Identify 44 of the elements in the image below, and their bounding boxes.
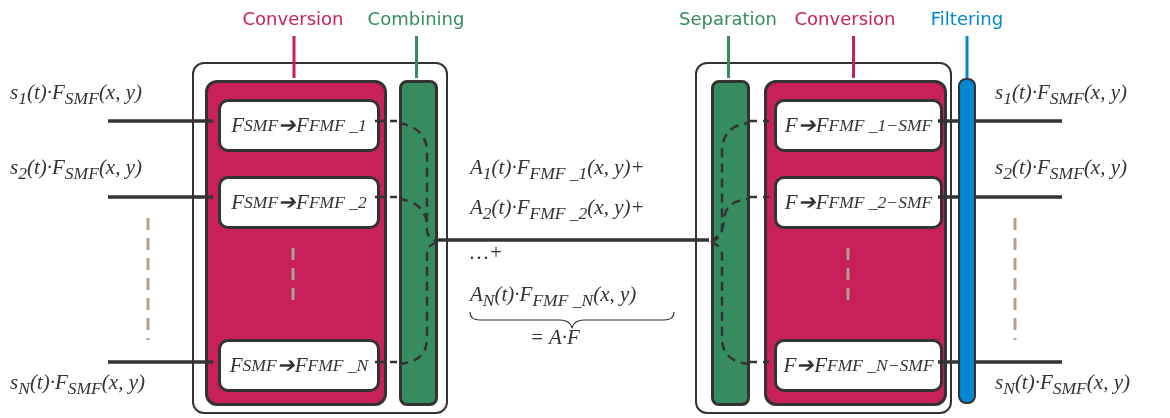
filter-bar xyxy=(958,78,976,404)
conversion-panel xyxy=(764,80,947,406)
signal-label: s$_{1}$(t)·F$_{SMF}$(x, y) xyxy=(995,80,1127,110)
leader-line xyxy=(292,36,296,78)
leader-line xyxy=(727,36,730,78)
leader-line xyxy=(852,36,855,78)
signal-label: s$_{N}$(t)·F$_{SMF}$(x, y) xyxy=(995,370,1130,400)
signal-line xyxy=(108,360,213,364)
formula-line: …+ xyxy=(470,240,503,265)
signal-line xyxy=(976,119,1062,123)
signal-line xyxy=(375,195,397,199)
formula-line: = A·F xyxy=(530,325,580,350)
signal-line xyxy=(375,119,397,123)
signal-line xyxy=(938,119,958,123)
signal-line xyxy=(375,360,397,364)
signal-label: s$_{2}$(t)·F$_{SMF}$(x, y) xyxy=(10,155,142,185)
signal-line xyxy=(108,119,213,123)
stage-heading: Filtering xyxy=(930,8,1004,29)
module-frame xyxy=(192,62,448,414)
signal-label: s$_{N}$(t)·F$_{SMF}$(x, y) xyxy=(10,370,145,400)
signal-line xyxy=(976,360,1062,364)
conversion-panel xyxy=(205,80,387,406)
formula-line: A$_{1}$(t)·F$_{FMF _1}$(x, y)+ xyxy=(470,155,645,185)
stage-heading: Conversion xyxy=(242,8,344,29)
signal-line xyxy=(976,195,1062,199)
stage-heading: Separation xyxy=(679,8,777,29)
signal-label: s$_{2}$(t)·F$_{SMF}$(x, y) xyxy=(995,155,1127,185)
stage-heading: Conversion xyxy=(794,8,896,29)
stage-heading: Combining xyxy=(367,8,465,29)
signal-line xyxy=(748,119,769,123)
module-frame xyxy=(695,62,952,414)
signal-line xyxy=(436,238,709,242)
signal-line xyxy=(938,195,958,199)
signal-line xyxy=(938,360,958,364)
signal-line xyxy=(108,195,213,199)
signal-label: s$_{1}$(t)·F$_{SMF}$(x, y) xyxy=(10,80,142,110)
formula-line: A$_{2}$(t)·F$_{FMF _2}$(x, y)+ xyxy=(470,195,645,225)
leader-line xyxy=(415,36,418,78)
combiner-bar xyxy=(399,80,438,406)
leader-line xyxy=(965,36,969,78)
signal-line xyxy=(748,195,769,199)
separator-bar xyxy=(711,80,750,406)
signal-line xyxy=(748,360,769,364)
formula-line: A$_{N}$(t)·F$_{FMF _N}$(x, y) xyxy=(470,282,637,312)
